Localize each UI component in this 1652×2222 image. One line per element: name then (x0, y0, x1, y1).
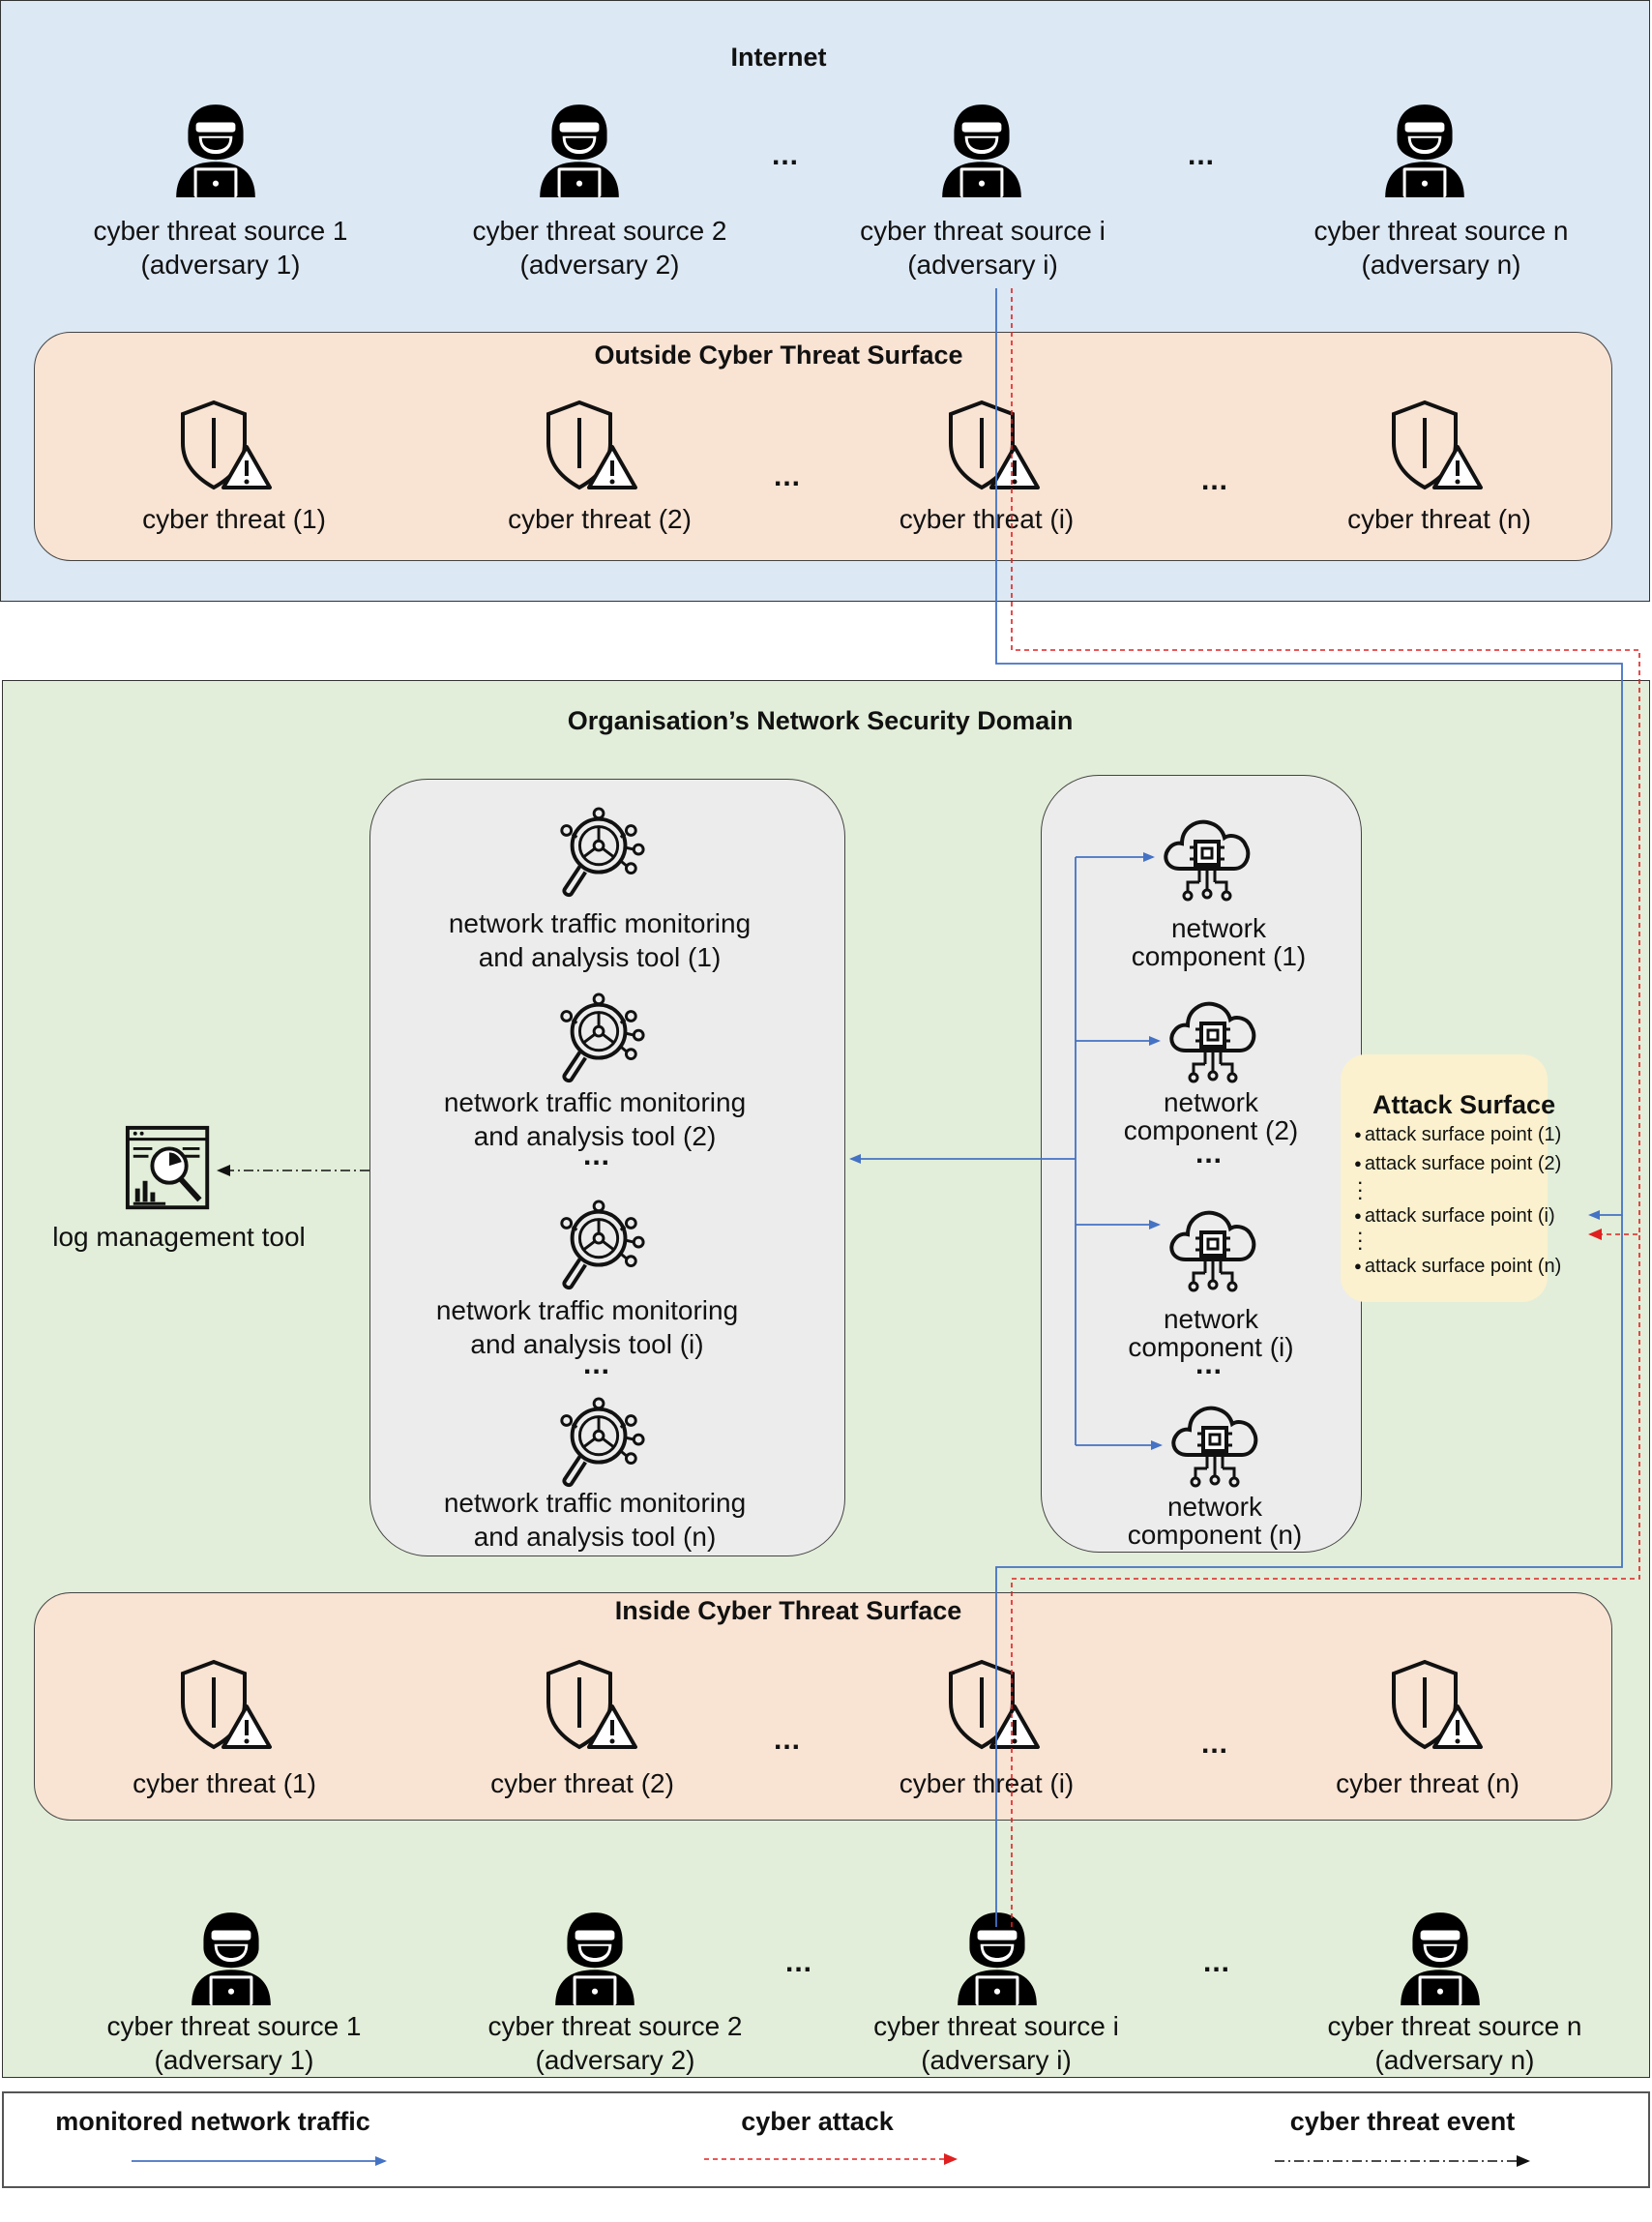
inside-surface-title: Inside Cyber Threat Surface (614, 1596, 962, 1625)
org-title: Organisation’s Network Security Domain (567, 706, 1074, 735)
threat-label: cyber threat (n) (1336, 1768, 1519, 1798)
component-label: component (i) (1128, 1332, 1294, 1362)
source-alias: (adversary i) (921, 2045, 1072, 2075)
threat-label: cyber threat (i) (899, 1768, 1075, 1798)
outside-surface-title: Outside Cyber Threat Surface (594, 341, 963, 370)
source-name: cyber threat source 1 (106, 2011, 362, 2041)
source-name: cyber threat source i (873, 2011, 1119, 2041)
tool-label: network traffic monitoring (443, 1087, 747, 1117)
component-label: component (2) (1123, 1115, 1299, 1145)
tool-label: network traffic monitoring (443, 1488, 747, 1518)
ellipsis: ... (583, 1140, 611, 1171)
threat-label: cyber threat (2) (490, 1768, 674, 1798)
threat-label: cyber threat (1) (142, 504, 326, 534)
vertical-ellipsis: ··· (1358, 1175, 1364, 1207)
ellipsis: ... (772, 139, 800, 171)
legend-panel (2, 2091, 1650, 2188)
ellipsis: ... (774, 460, 802, 492)
cyber-attack-line (1011, 1234, 1640, 1927)
vertical-ellipsis: ··· (1358, 1226, 1364, 1258)
ellipsis: ... (1188, 139, 1216, 171)
attack-surface-point: attack surface point (2) (1354, 1153, 1561, 1175)
attack-surface-point: attack surface point (n) (1354, 1256, 1561, 1278)
component-label: component (n) (1127, 1520, 1303, 1550)
network-components-group (1041, 775, 1362, 1553)
ellipsis: ... (1203, 1946, 1231, 1978)
legend-label: cyber threat event (1289, 2107, 1516, 2136)
ellipsis: ... (1201, 1728, 1229, 1760)
monitored-traffic-line (995, 1215, 1623, 1927)
attack-surface-title: Attack Surface (1372, 1090, 1556, 1119)
component-label: component (1) (1131, 941, 1307, 971)
inside-threat-surface (34, 1592, 1612, 1821)
source-name: cyber threat source 2 (472, 216, 727, 246)
source-name: cyber threat source i (860, 216, 1106, 246)
component-label: network (1166, 1492, 1263, 1522)
source-name: cyber threat source 2 (487, 2011, 743, 2041)
component-label: network (1170, 913, 1267, 943)
source-alias: (adversary 2) (535, 2045, 695, 2075)
tool-label: network traffic monitoring (435, 1295, 739, 1325)
tool-label: and analysis tool (i) (470, 1329, 704, 1359)
ellipsis: ... (785, 1946, 813, 1978)
component-label: network (1163, 1087, 1259, 1117)
ellipsis: ... (774, 1724, 802, 1756)
ellipsis: ... (1195, 1138, 1224, 1170)
component-label: network (1163, 1304, 1259, 1334)
source-name: cyber threat source 1 (93, 216, 348, 246)
source-name: cyber threat source n (1313, 216, 1569, 246)
source-alias: (adversary i) (907, 250, 1058, 280)
legend-label: cyber attack (741, 2107, 894, 2136)
outside-threat-surface (34, 332, 1612, 561)
monitored-traffic-line (995, 288, 1623, 1220)
attack-surface-point: attack surface point (1) (1354, 1124, 1561, 1146)
ellipsis: ... (1201, 464, 1229, 496)
cyber-attack-line (1011, 288, 1640, 1240)
tool-label: network traffic monitoring (448, 908, 752, 938)
legend-label: monitored network traffic (55, 2107, 370, 2136)
tool-label: and analysis tool (n) (473, 1522, 717, 1552)
ellipsis: ... (1195, 1348, 1224, 1380)
log-tool-label: log management tool (52, 1222, 306, 1252)
internet-title: Internet (730, 43, 827, 72)
source-alias: (adversary 1) (154, 2045, 314, 2075)
threat-label: cyber threat (n) (1347, 504, 1531, 534)
source-alias: (adversary 2) (519, 250, 680, 280)
threat-label: cyber threat (1) (133, 1768, 316, 1798)
monitoring-tools-group (369, 779, 845, 1556)
threat-label: cyber threat (2) (508, 504, 692, 534)
source-alias: (adversary 1) (140, 250, 301, 280)
source-name: cyber threat source n (1327, 2011, 1582, 2041)
attack-surface-point: attack surface point (i) (1354, 1205, 1555, 1228)
source-alias: (adversary n) (1361, 250, 1521, 280)
tool-label: and analysis tool (1) (478, 942, 722, 972)
threat-label: cyber threat (i) (899, 504, 1075, 534)
ellipsis: ... (583, 1348, 611, 1380)
tool-label: and analysis tool (2) (473, 1121, 717, 1151)
source-alias: (adversary n) (1374, 2045, 1535, 2075)
